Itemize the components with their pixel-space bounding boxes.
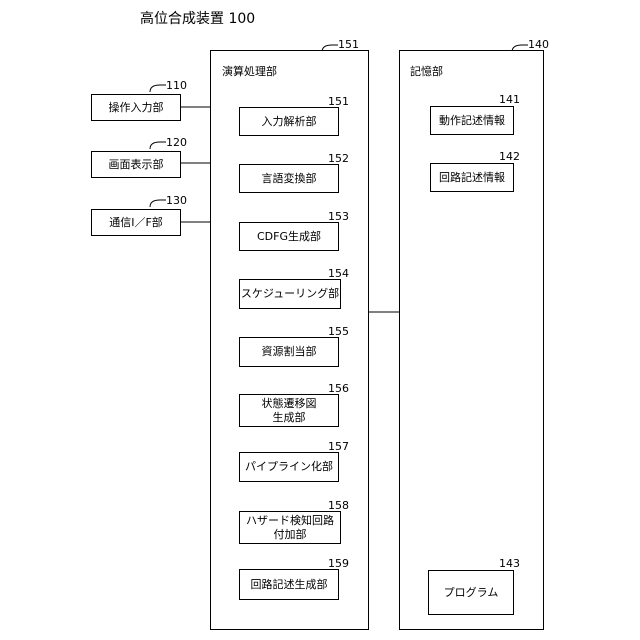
operation-input-block: 操作入力部 — [91, 94, 181, 121]
circuit-description-generation-unit: 回路記述生成部 — [239, 569, 339, 600]
input-analysis-unit: 入力解析部 — [239, 107, 339, 136]
state-transition-diagram-label: 状態遷移図 生成部 — [262, 397, 317, 425]
storage-panel-label: 記憶部 — [410, 63, 443, 79]
program-box: プログラム — [428, 570, 514, 615]
processor-panel-label: 演算処理部 — [222, 63, 277, 79]
scheduling-unit: スケジューリング部 — [239, 279, 341, 309]
storage-panel — [399, 50, 544, 630]
hazard-detection-label: ハザード検知回路 付加部 — [246, 514, 334, 542]
ref-numeral-143: 143 — [499, 557, 520, 570]
program-label: プログラム — [444, 586, 499, 600]
resource-allocation-unit: 資源割当部 — [239, 337, 339, 367]
leader-110 — [150, 85, 166, 92]
leader-130 — [150, 200, 166, 207]
ref-numeral-141: 141 — [499, 93, 520, 106]
screen-display-block: 画面表示部 — [91, 151, 181, 178]
pipelining-label: パイプライン化部 — [245, 460, 333, 474]
circuit-description-info-label: 回路記述情報 — [439, 171, 505, 185]
screen-display-label: 画面表示部 — [109, 158, 164, 172]
ref-numeral-142: 142 — [499, 150, 520, 163]
input-analysis-label: 入力解析部 — [262, 115, 317, 129]
scheduling-label: スケジューリング部 — [241, 287, 339, 301]
ref-numeral-110: 110 — [166, 79, 187, 92]
circuit-description-info-box: 回路記述情報 — [430, 163, 514, 192]
leader-120 — [150, 142, 166, 149]
circuit-description-generation-label: 回路記述生成部 — [251, 578, 328, 592]
operation-input-label: 操作入力部 — [109, 101, 164, 115]
pipelining-unit: パイプライン化部 — [239, 452, 339, 482]
hazard-detection-unit: ハザード検知回路 付加部 — [239, 511, 341, 544]
ref-numeral-130: 130 — [166, 194, 187, 207]
cdfg-generation-unit: CDFG生成部 — [239, 222, 339, 251]
language-conversion-unit: 言語変換部 — [239, 164, 339, 193]
communication-if-label: 通信I／F部 — [109, 216, 163, 230]
communication-if-block: 通信I／F部 — [91, 209, 181, 236]
resource-allocation-label: 資源割当部 — [262, 345, 317, 359]
cdfg-generation-label: CDFG生成部 — [257, 230, 321, 244]
language-conversion-label: 言語変換部 — [262, 172, 317, 186]
state-transition-diagram-unit: 状態遷移図 生成部 — [239, 394, 339, 427]
behavior-description-info-box: 動作記述情報 — [430, 106, 514, 135]
behavior-description-info-label: 動作記述情報 — [439, 114, 505, 128]
ref-numeral-120: 120 — [166, 136, 187, 149]
